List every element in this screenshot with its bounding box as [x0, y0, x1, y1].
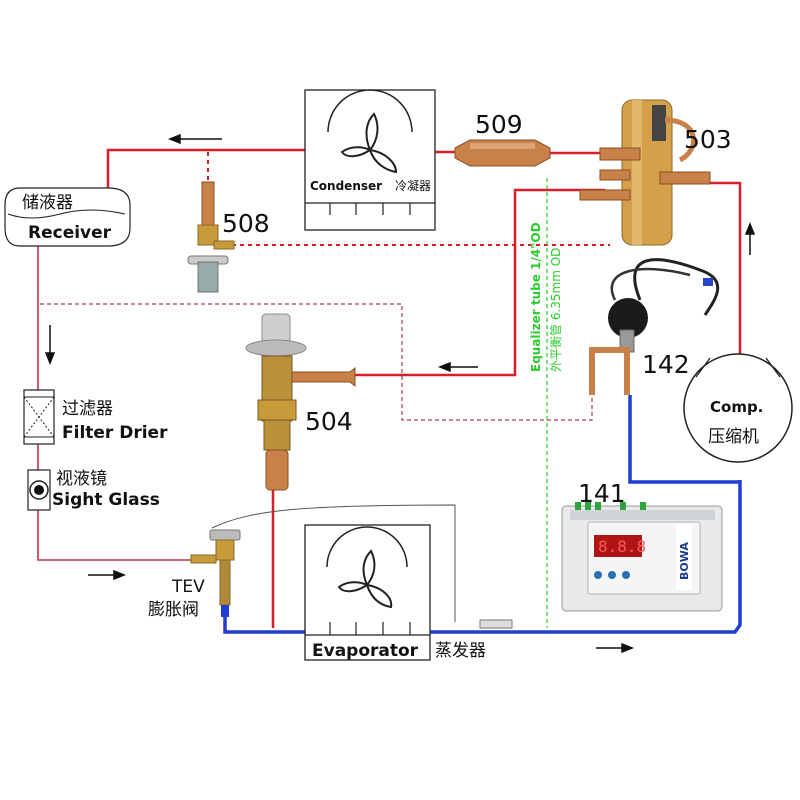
sight-glass-label-cn: 视液镜: [56, 469, 107, 489]
tev-label-en: TEV: [171, 577, 205, 597]
part-509: 509: [454, 110, 551, 167]
condenser-label-en: Condenser: [310, 179, 382, 193]
142-to-compressor-line: [628, 395, 740, 484]
part-141-label: 141: [578, 479, 626, 508]
evaporator: Evaporator 蒸发器: [304, 524, 486, 661]
liquid-line-group: [106, 148, 742, 628]
part-508: 508: [187, 181, 270, 293]
equalizer-label-1: Equalizer tube 1/4"OD: [529, 222, 543, 372]
evaporator-label-cn: 蒸发器: [435, 641, 486, 661]
tev-to-compressor-line: [223, 480, 742, 634]
part-508-label: 508: [222, 209, 270, 238]
receiver: 储液器 Receiver: [4, 187, 131, 247]
arrow-up-icon: [744, 221, 756, 255]
filter-drier-label-cn: 过滤器: [62, 399, 113, 419]
part-509-label: 509: [475, 110, 523, 139]
sight-glass-label-en: Sight Glass: [52, 490, 160, 510]
equalizer-label-2: 外平衡管 6.35mm OD: [548, 248, 563, 372]
arrow-left-icon: [437, 361, 478, 373]
arrow-right-icon: [88, 569, 127, 581]
suction-line-group: [223, 395, 742, 634]
503-to-compressor-line: [700, 181, 742, 355]
fan-icon: [327, 89, 413, 174]
tev-valve: TEV 膨胀阀: [148, 529, 241, 620]
part-503: 503: [579, 99, 732, 246]
receiver-label-en: Receiver: [28, 223, 112, 243]
controller-display: 8.8.8: [598, 537, 646, 556]
503-to-504-line: [355, 188, 605, 377]
receiver-to-tev-line: [37, 240, 192, 561]
condenser: Condenser 冷凝器: [304, 89, 436, 231]
part-142: 142: [589, 258, 720, 395]
part-504: 504: [245, 313, 356, 491]
controller-brand: BOWA: [678, 542, 691, 580]
receiver-label-cn: 储液器: [22, 193, 73, 213]
arrow-left-icon: [167, 133, 222, 145]
filter-drier: 过滤器 Filter Drier: [23, 389, 168, 445]
condenser-label-cn: 冷凝器: [395, 178, 431, 193]
part-504-label: 504: [305, 407, 353, 436]
compressor-label-cn: 压缩机: [708, 427, 759, 447]
flow-arrows: [44, 133, 756, 654]
pilot-504-142-line: [40, 303, 593, 421]
tev-sensing-bulb: [479, 619, 513, 629]
filter-drier-label-en: Filter Drier: [62, 423, 168, 443]
fan-icon: [326, 526, 408, 609]
part-503-label: 503: [684, 125, 732, 154]
sight-glass: 视液镜 Sight Glass: [27, 469, 160, 511]
part-142-label: 142: [642, 350, 690, 379]
tev-label-cn: 膨胀阀: [148, 600, 199, 620]
arrow-down-icon: [44, 325, 56, 366]
compressor: Comp. 压缩机: [683, 353, 793, 463]
compressor-label-en: Comp.: [710, 398, 763, 416]
arrow-right-icon: [596, 642, 635, 654]
part-141: 8.8.8 BOWA 141: [561, 479, 723, 612]
tev-capillary-line: [211, 504, 456, 622]
evaporator-label-en: Evaporator: [312, 641, 419, 661]
condenser-to-receiver-line: [106, 148, 305, 188]
